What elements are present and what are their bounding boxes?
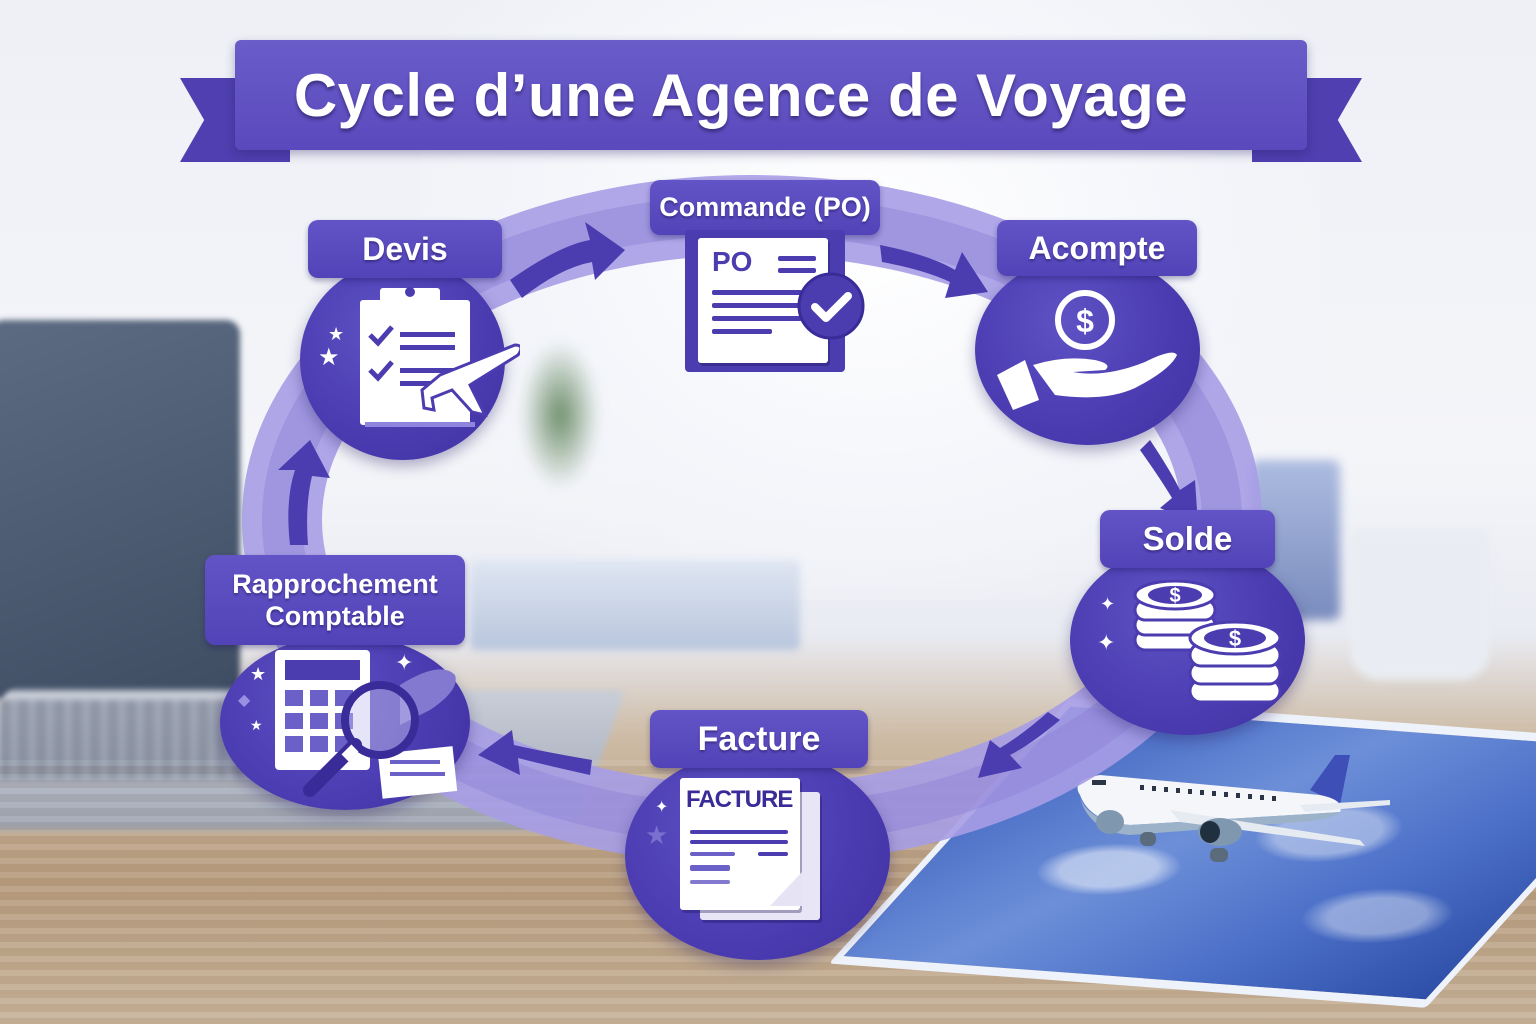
step-label-acompte: Acompte: [997, 220, 1197, 276]
coin-stacks-icon: $ $ ✦ ✦: [1097, 580, 1282, 704]
page-title: Cycle d’une Agence de Voyage: [293, 61, 1189, 129]
step-label-devis: Devis: [308, 220, 502, 278]
step-circle: [975, 255, 1200, 445]
label-line-1: Rapprochement: [232, 568, 438, 599]
checkmark-badge-icon: [797, 272, 865, 340]
background-mug: [1350, 530, 1490, 680]
label-line-2: Comptable: [265, 601, 405, 631]
svg-text:★: ★: [328, 324, 344, 344]
step-facture: Facture FACTURE ✦ ★: [625, 710, 895, 960]
svg-text:✦: ✦: [1097, 630, 1115, 655]
svg-text:◆: ◆: [238, 692, 251, 709]
toy-airplane-icon: [1077, 755, 1390, 862]
page-curl: [770, 872, 802, 906]
background-books: [470, 560, 800, 650]
sparkle-icon: ✦: [655, 799, 669, 816]
step-acompte: Acompte $: [975, 220, 1205, 445]
step-rapprochement: Rapprochement Comptable ★ ◆ ★ ✦: [205, 555, 470, 810]
hand-holding-dollar-coin-icon: $: [997, 290, 1177, 410]
step-solde: Solde $ $ ✦ ✦: [1065, 510, 1310, 735]
ribbon-banner: Cycle d’une Agence de Voyage: [235, 40, 1307, 150]
svg-text:✦: ✦: [395, 650, 413, 675]
background-laptop-screen: [0, 320, 240, 700]
svg-text:$: $: [1169, 585, 1180, 607]
calculator-magnifier-icon: ★ ◆ ★ ✦: [238, 650, 458, 799]
star-icon: ★: [645, 820, 669, 850]
step-label-facture: Facture: [650, 710, 868, 768]
step-label-rapprochement: Rapprochement Comptable: [205, 555, 465, 645]
background-plant: [520, 340, 600, 490]
step-label-commande: Commande (PO): [650, 180, 880, 235]
svg-text:$: $: [1076, 303, 1094, 339]
title-ribbon: Cycle d’une Agence de Voyage: [180, 40, 1362, 165]
invoice-doc-text: FACTURE: [686, 786, 793, 813]
svg-text:★: ★: [250, 717, 263, 733]
svg-text:$: $: [1229, 626, 1241, 651]
po-doc-text: PO: [712, 246, 753, 277]
clipboard-checklist-plane-icon: ★ ★: [320, 287, 520, 427]
svg-text:✦: ✦: [1100, 594, 1115, 614]
svg-text:★: ★: [250, 664, 266, 684]
svg-text:★: ★: [320, 344, 340, 371]
step-label-solde: Solde: [1100, 510, 1275, 568]
step-devis: Devis ★ ★: [300, 220, 520, 460]
step-commande: Commande (PO) PO: [650, 180, 880, 380]
